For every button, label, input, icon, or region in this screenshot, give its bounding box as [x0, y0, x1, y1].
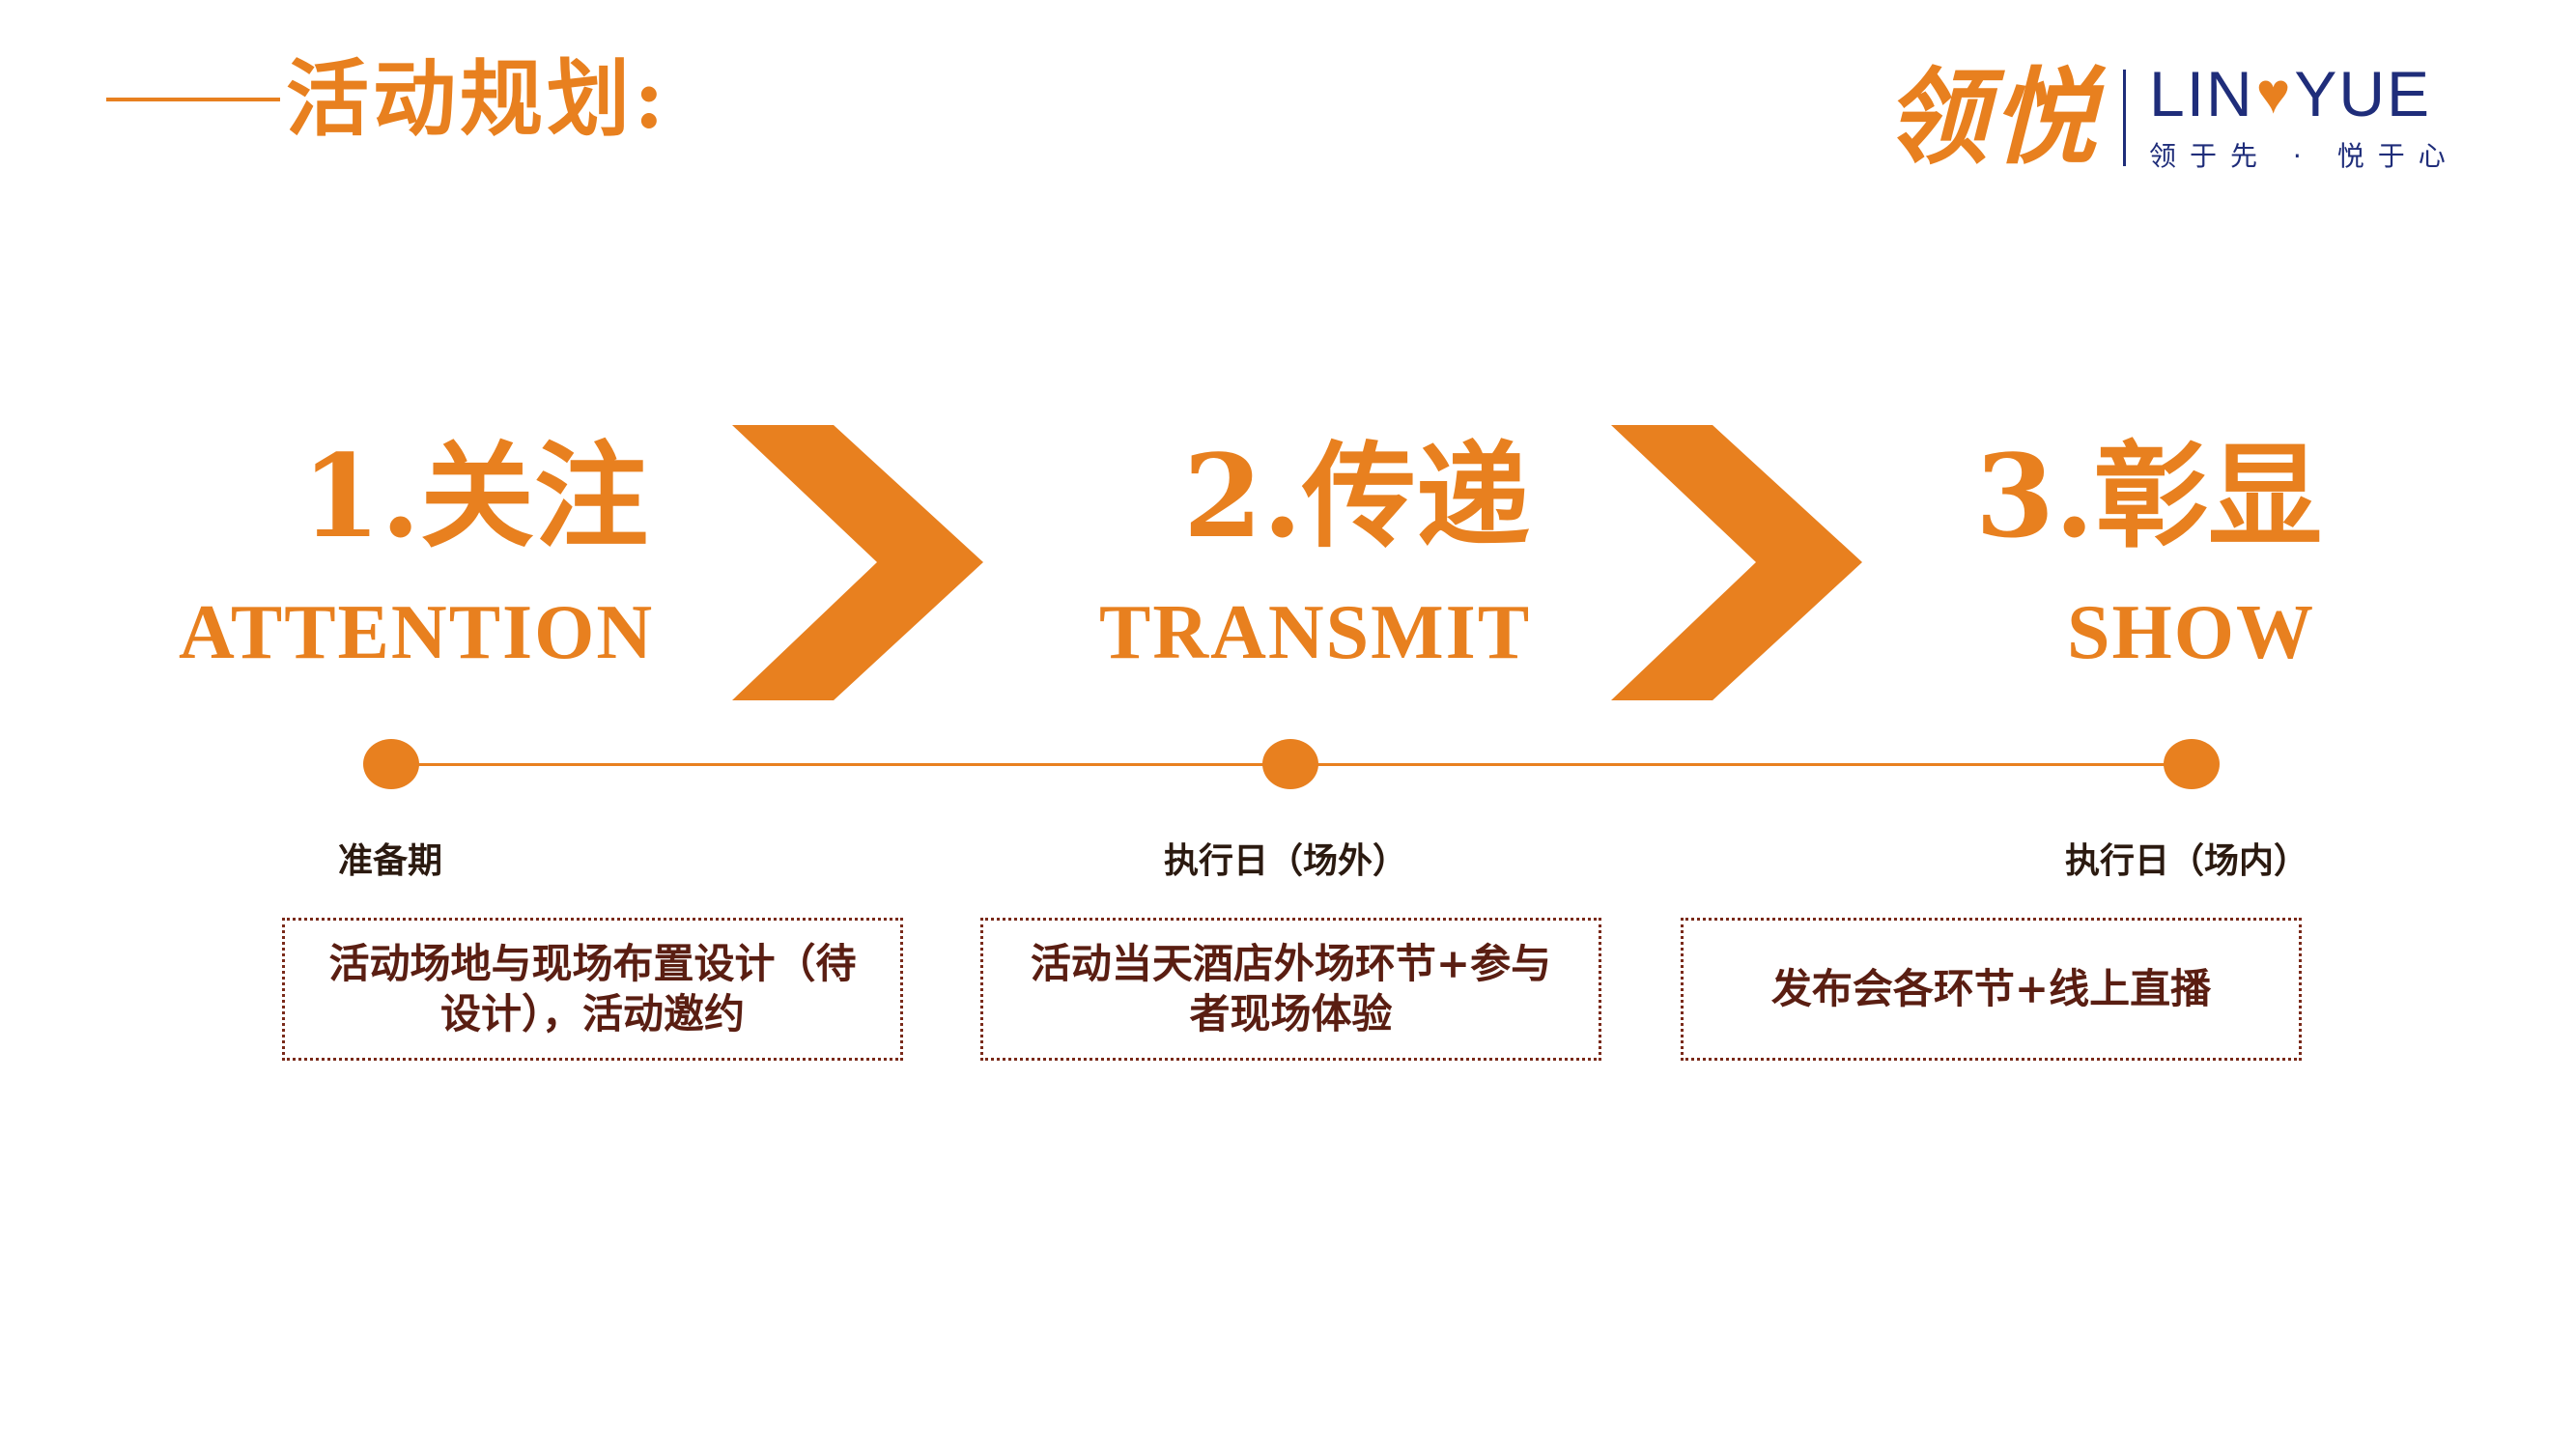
stage-2-description-text: 活动当天酒店外场环节+参与者现场体验	[1030, 939, 1552, 1038]
stage-2-description: 活动当天酒店外场环节+参与者现场体验	[980, 918, 1601, 1061]
stage-1-number: 1.关注	[301, 429, 649, 563]
stage-3-description: 发布会各环节+线上直播	[1681, 918, 2302, 1061]
timeline-dot-2	[1262, 739, 1318, 789]
stage-2-english: TRANSMIT	[1099, 590, 1532, 675]
logo-tagline: 领于先 · 悦于心	[2149, 140, 2459, 172]
stage-1-description: 活动场地与现场布置设计（待设计），活动邀约	[282, 918, 903, 1061]
brand-logo: 领悦 LIN ♥ YUE 领于先 · 悦于心	[1883, 60, 2459, 176]
stage-2-number: 2.传递	[1183, 429, 1531, 563]
timeline-dot-1	[363, 739, 419, 789]
stage-1-description-text: 活动场地与现场布置设计（待设计），活动邀约	[328, 939, 857, 1038]
logo-chinese: 领悦	[1883, 57, 2101, 179]
chevron-right-icon	[732, 425, 983, 700]
stage-3-english: SHOW	[2067, 590, 2315, 675]
title-text: 活动规划:	[286, 50, 668, 148]
logo-en-left: LIN	[2149, 58, 2254, 129]
logo-en-right: YUE	[2294, 58, 2432, 129]
stage-3-number: 3.彰显	[1975, 429, 2323, 563]
phase-label-2: 执行日（场外）	[1164, 840, 1408, 881]
logo-divider	[2123, 70, 2127, 166]
logo-english: LIN ♥ YUE	[2149, 62, 2459, 126]
phase-label-1: 准备期	[338, 840, 443, 881]
slide-title: 活动规划:	[106, 58, 668, 141]
phase-label-3: 执行日（场内）	[2065, 840, 2309, 881]
logo-right: LIN ♥ YUE 领于先 · 悦于心	[2149, 62, 2459, 174]
stage-1-english: ATTENTION	[179, 590, 655, 675]
heart-icon: ♥	[2255, 61, 2293, 126]
chevron-right-icon	[1611, 425, 1862, 700]
stage-3-description-text: 发布会各环节+线上直播	[1770, 964, 2212, 1012]
timeline-dot-3	[2164, 739, 2220, 789]
title-dash	[106, 98, 280, 101]
